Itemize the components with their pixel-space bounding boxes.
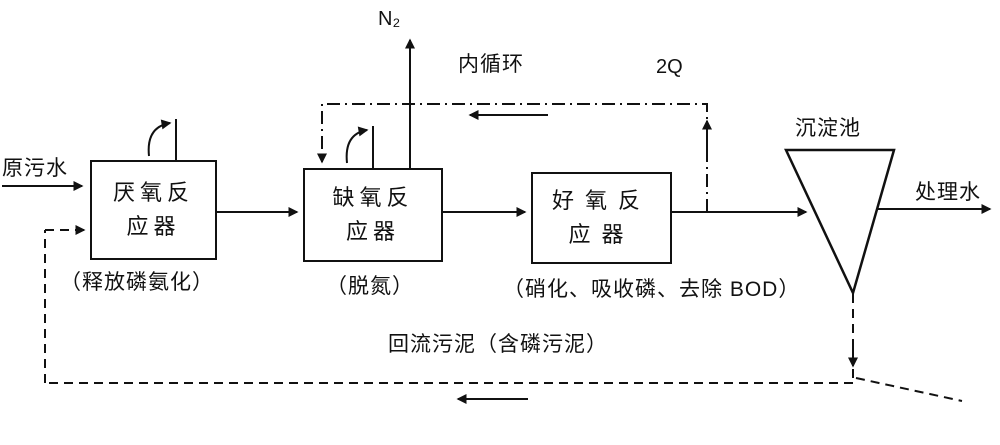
mixer-1-rotation-arrow	[147, 119, 172, 157]
reactor-anoxic-note: （脱氮）	[326, 275, 414, 298]
clarifier-triangle	[784, 148, 896, 297]
influent-label: 原污水	[2, 157, 68, 180]
reactor-anaerobic-name-line1: 厌氧反	[112, 179, 194, 205]
internal-recycle-label: 内循环	[458, 53, 524, 76]
reactor-aerobic-note: （硝化、吸收磷、去除 BOD）	[503, 278, 801, 301]
reactor-aerobic-name-line2: 应器	[568, 222, 635, 247]
reactor-anaerobic-name-line2: 应器	[126, 214, 181, 239]
reactor-anoxic-name-line1: 缺氧反	[332, 184, 414, 210]
reactor-anoxic-box: 缺氧反 应器	[303, 168, 443, 262]
reactor-anaerobic-note: （释放磷氨化）	[60, 271, 214, 294]
reactor-aerobic-name-line1: 好氧反	[551, 187, 651, 213]
n2-label: N₂	[378, 8, 401, 30]
clarifier-label: 沉淀池	[795, 117, 861, 140]
reactor-aerobic-box: 好氧反 应器	[531, 172, 672, 264]
internal-recycle-line	[317, 103, 708, 212]
reactor-anaerobic-box: 厌氧反 应器	[90, 160, 217, 260]
mixer-2-rotation-arrow	[345, 126, 369, 164]
effluent-label: 处理水	[915, 181, 981, 204]
return-sludge-label: 回流污泥（含磷污泥）	[388, 333, 608, 356]
recycle-ratio-label: 2Q	[656, 56, 683, 78]
waste-sludge-line	[855, 377, 963, 402]
reactor-anoxic-name-line2: 应器	[345, 219, 400, 244]
